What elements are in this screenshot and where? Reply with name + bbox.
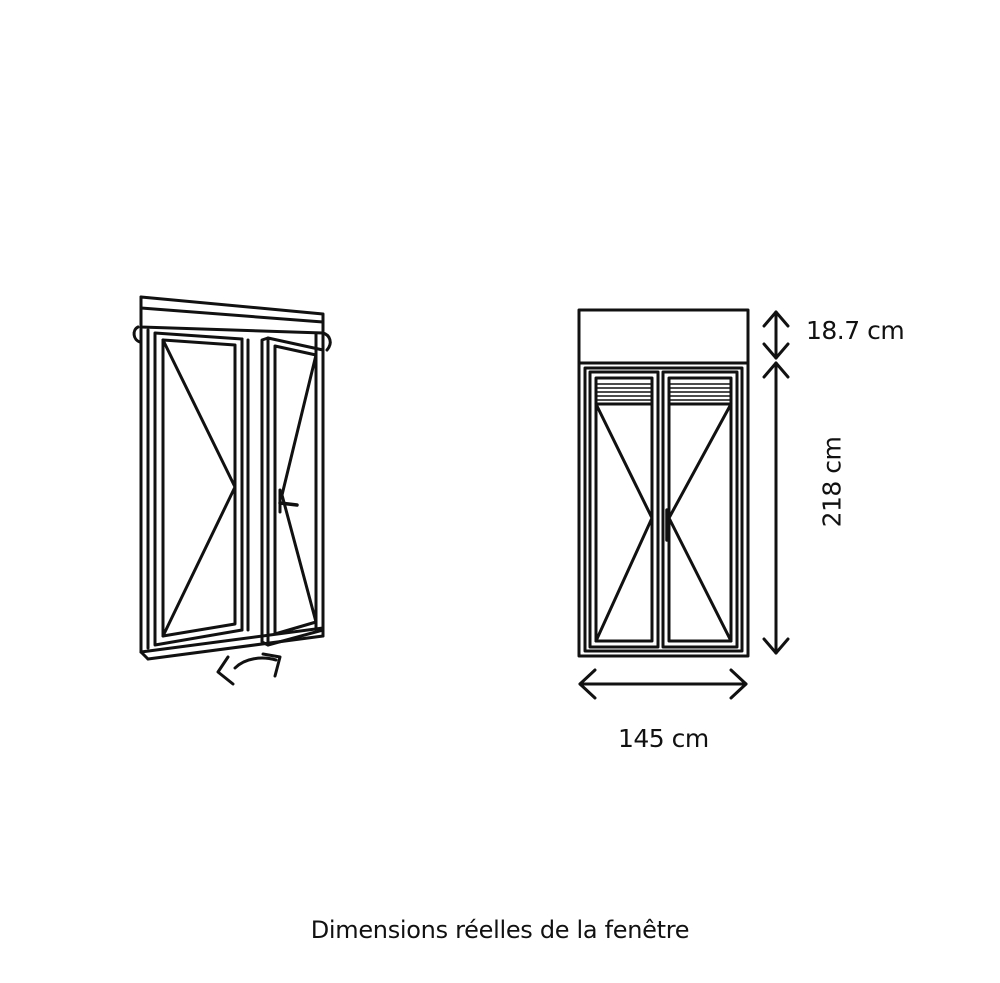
caption: Dimensions réelles de la fenêtre xyxy=(310,916,690,944)
dimension-roller-box xyxy=(764,312,788,358)
door-width-label: 145 cm xyxy=(618,724,709,753)
right-leaf xyxy=(663,372,737,647)
opening-direction-arrow xyxy=(218,654,280,684)
right-sash-open xyxy=(262,338,323,645)
roller-box-height-label: 18.7 cm xyxy=(806,316,905,345)
left-sash xyxy=(155,333,248,645)
door-height-label: 218 cm xyxy=(817,436,847,528)
door-frame xyxy=(579,363,748,656)
left-leaf xyxy=(590,372,658,647)
dimension-height xyxy=(764,363,788,653)
front-elevation xyxy=(579,310,788,698)
roller-box xyxy=(579,310,748,363)
perspective-door-illustration xyxy=(134,297,330,684)
dimension-width xyxy=(580,670,746,698)
